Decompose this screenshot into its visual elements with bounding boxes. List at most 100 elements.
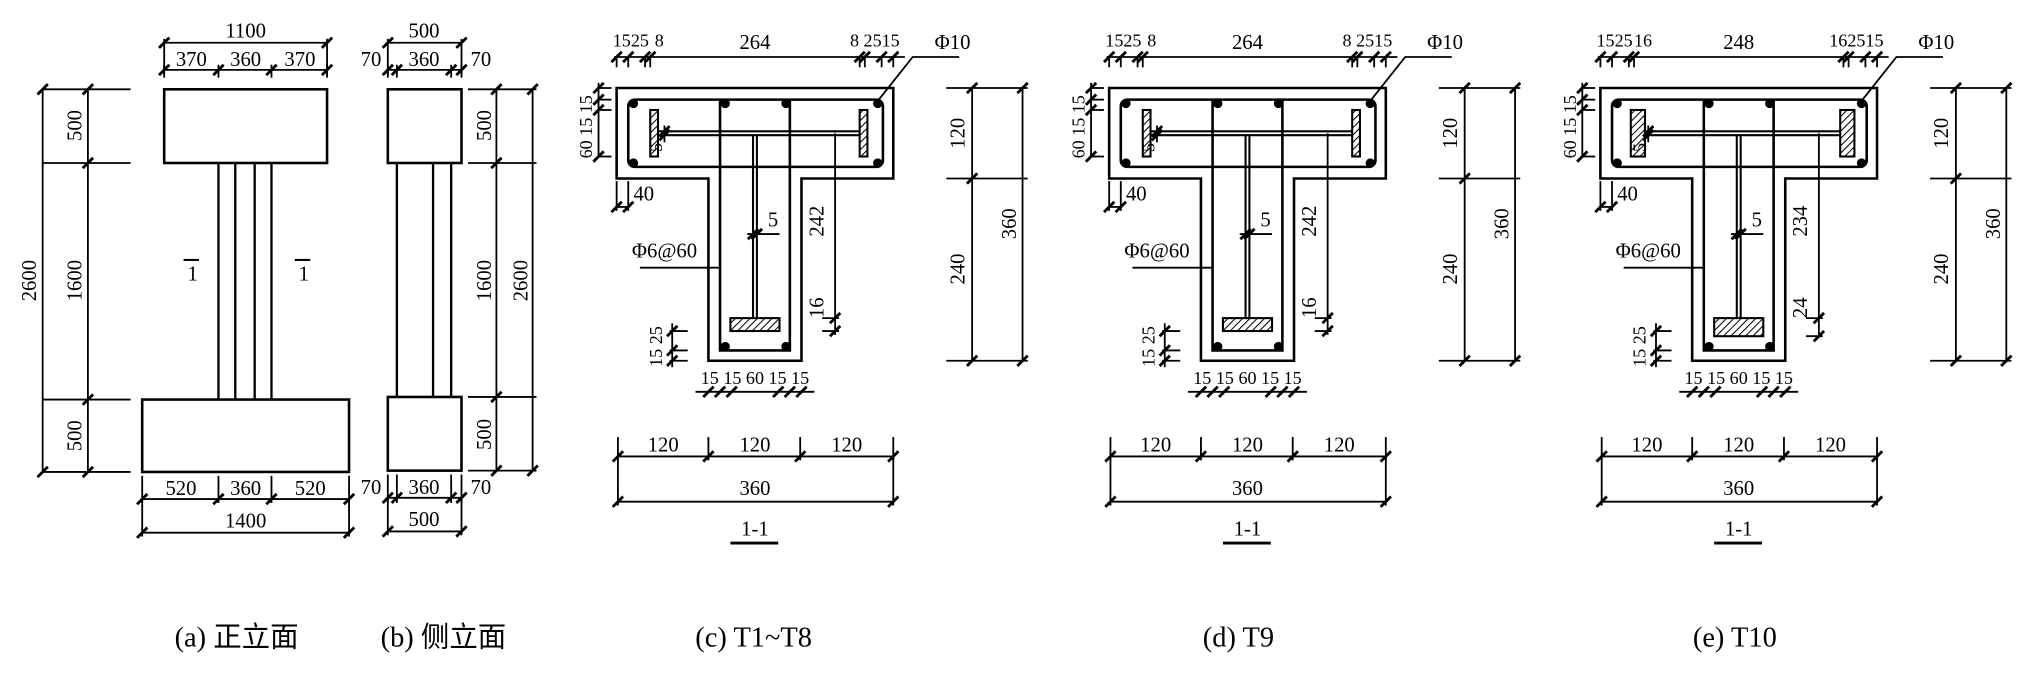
dimension-label: Φ6@60 xyxy=(632,240,697,262)
rebar-leader xyxy=(877,56,960,102)
concrete-outline xyxy=(1599,86,1879,363)
dimension-label: 120 xyxy=(1140,434,1171,456)
dimension-tick xyxy=(1194,385,1208,398)
steel-bottom-plate xyxy=(729,317,781,333)
dimension-tick xyxy=(526,83,539,96)
dimension-label: 70 xyxy=(361,477,382,499)
dimension-label: 360 xyxy=(409,49,440,71)
rebar-dot xyxy=(720,341,730,352)
dimension-label: 240 xyxy=(1440,253,1462,284)
dimension-tick xyxy=(713,385,727,398)
dimension-label: 120 xyxy=(648,434,679,456)
dimension-label: 360 xyxy=(1492,208,1514,239)
steel-bottom-plate xyxy=(1221,317,1274,333)
dimension-label: 120 xyxy=(1931,118,1953,149)
rebar-leader xyxy=(1860,56,1943,102)
dimension-label: 5 xyxy=(1138,143,1158,152)
dimension-tick xyxy=(2000,354,2013,367)
dimension-tick xyxy=(1264,385,1277,398)
dimension-label: 360 xyxy=(1232,478,1263,500)
dimension-label: 1600 xyxy=(474,260,496,301)
dimension-label: 120 xyxy=(1723,434,1754,456)
dimension-label: 240 xyxy=(947,253,969,284)
dimension-label: 16 xyxy=(1829,31,1847,51)
dimension-label: 360 xyxy=(230,478,261,500)
dimension-label: 1600 xyxy=(64,260,86,301)
dimension-label: 120 xyxy=(1232,434,1263,456)
steel-flange-plate-left xyxy=(1141,108,1152,158)
dimension-label: 120 xyxy=(947,118,969,149)
dimension-label: 5 xyxy=(1752,209,1762,231)
steel-flange-plate-right xyxy=(858,108,869,158)
figure-caption: (e) T10 xyxy=(1693,622,1777,653)
rebar-dot xyxy=(1273,341,1284,352)
dimension-label: 120 xyxy=(1440,118,1462,149)
dimension-label: 5 xyxy=(1630,143,1650,152)
dimension-tick xyxy=(702,385,715,398)
rebar-dot xyxy=(1612,98,1622,109)
rebar-dot xyxy=(1121,158,1131,168)
dimension-label: 264 xyxy=(739,32,771,54)
dimension-label: 70 xyxy=(471,477,492,499)
dimension-label: 15 15 60 15 15 xyxy=(1193,368,1301,388)
dimension-label: 5 xyxy=(1260,209,1270,231)
dimension-label: 15 xyxy=(1105,31,1123,51)
dimension-tick xyxy=(1949,172,1963,185)
dimension-label: Φ10 xyxy=(1427,32,1463,54)
rebar-dot xyxy=(781,341,791,352)
dimension-label: 40 xyxy=(1617,183,1638,205)
dimension-label: Φ10 xyxy=(1918,32,1954,54)
dimension-tick xyxy=(1686,385,1699,398)
dimension-tick xyxy=(1508,81,1522,95)
dimension-label: 60 15 15 xyxy=(1560,95,1580,158)
concrete-outline xyxy=(615,86,895,363)
dimension-tick xyxy=(965,354,979,367)
dimension-label: 120 xyxy=(739,434,770,456)
rebar-dot xyxy=(1365,98,1375,109)
dimension-label: 2600 xyxy=(19,260,41,301)
dimension-label: 1 xyxy=(299,264,309,286)
rebar-dot xyxy=(1365,158,1375,168)
dimension-label: 520 xyxy=(165,478,196,500)
dimension-label: 8 xyxy=(850,31,859,51)
figure-caption: (a) 正立面 xyxy=(175,621,299,653)
dimension-label: 25 xyxy=(1615,31,1633,51)
dimension-label: 1-1 xyxy=(1725,518,1753,540)
rebar-dot xyxy=(1856,98,1867,109)
dimension-label: 15 xyxy=(613,31,631,51)
dimension-label: 1-1 xyxy=(741,518,769,540)
dimension-label: 15 xyxy=(882,31,900,51)
dimension-tick xyxy=(81,156,95,170)
dimension-tick xyxy=(81,465,95,479)
dimension-label: 500 xyxy=(409,21,440,43)
dimension-label: 360 xyxy=(999,208,1021,239)
dimension-label: 120 xyxy=(831,434,862,456)
rebar-dot xyxy=(1213,341,1223,352)
rebar-dot xyxy=(1765,98,1775,109)
figure-caption: (c) T1~T8 xyxy=(695,622,812,653)
dimension-label: 234 xyxy=(1790,205,1812,237)
dimension-label: 500 xyxy=(64,420,86,451)
web-stirrup xyxy=(1211,99,1284,352)
dimension-tick xyxy=(1642,129,1655,142)
dimension-tick xyxy=(725,385,738,398)
flange-stirrup xyxy=(1119,98,1377,169)
dimension-label: 360 xyxy=(230,49,261,71)
rebar-dot xyxy=(873,158,883,168)
top-beam xyxy=(386,88,463,165)
dimension-tick xyxy=(1276,385,1289,398)
dimension-tick xyxy=(1594,200,1607,214)
dimension-label: 500 xyxy=(474,110,496,141)
dimension-label: 25 xyxy=(631,31,649,51)
flange-stirrup xyxy=(1610,98,1868,169)
dimension-label: 15 25 xyxy=(1138,326,1158,367)
dimension-label: 8 xyxy=(655,31,664,51)
dimension-tick xyxy=(1458,172,1471,185)
dimension-tick xyxy=(746,227,760,241)
dimension-tick xyxy=(36,83,49,96)
rebar-dot xyxy=(1856,158,1867,168)
